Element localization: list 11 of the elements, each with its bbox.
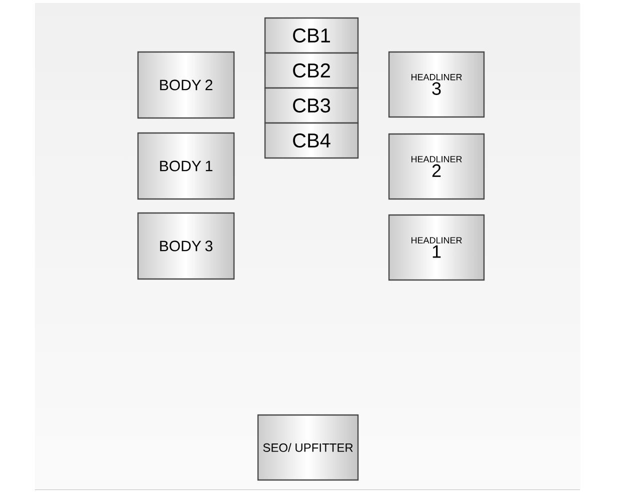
fuse-slot: SEO/ UPFITTER xyxy=(257,414,359,481)
fuse-slot: BODY 2 xyxy=(137,51,235,119)
fuse-slot: HEADLINER 3 xyxy=(388,51,485,118)
fuse-slot: BODY 3 xyxy=(137,212,235,280)
fuse-slot: BODY 1 xyxy=(137,132,235,200)
circuit-breaker-slot: CB4 xyxy=(264,122,359,159)
circuit-breaker-slot: CB2 xyxy=(264,52,359,89)
circuit-breaker-slot: CB3 xyxy=(264,87,359,124)
fuse-slot: HEADLINER 1 xyxy=(388,214,485,281)
circuit-breaker-slot: CB1 xyxy=(264,17,359,54)
fuse-slot: HEADLINER 2 xyxy=(388,133,485,200)
